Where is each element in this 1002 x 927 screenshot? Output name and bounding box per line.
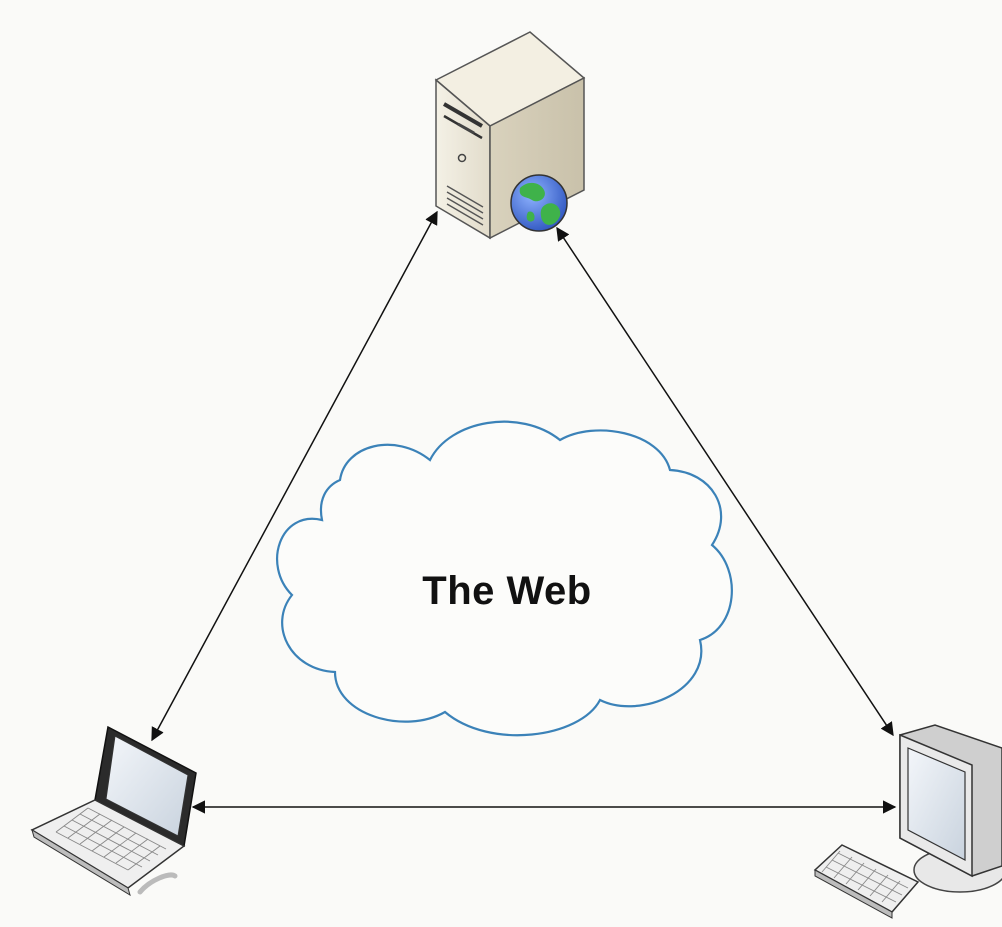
web-server-icon [434, 31, 586, 240]
server-desktop-arrow [556, 226, 894, 737]
globe-icon [510, 174, 568, 232]
connections [151, 210, 897, 814]
desktop-computer-icon [813, 724, 1002, 919]
web-cloud: The Web [276, 420, 733, 737]
server-laptop-arrow [151, 210, 438, 742]
cloud-shape [276, 420, 733, 737]
laptop-icon [30, 725, 197, 897]
cloud-label: The Web [422, 569, 591, 613]
